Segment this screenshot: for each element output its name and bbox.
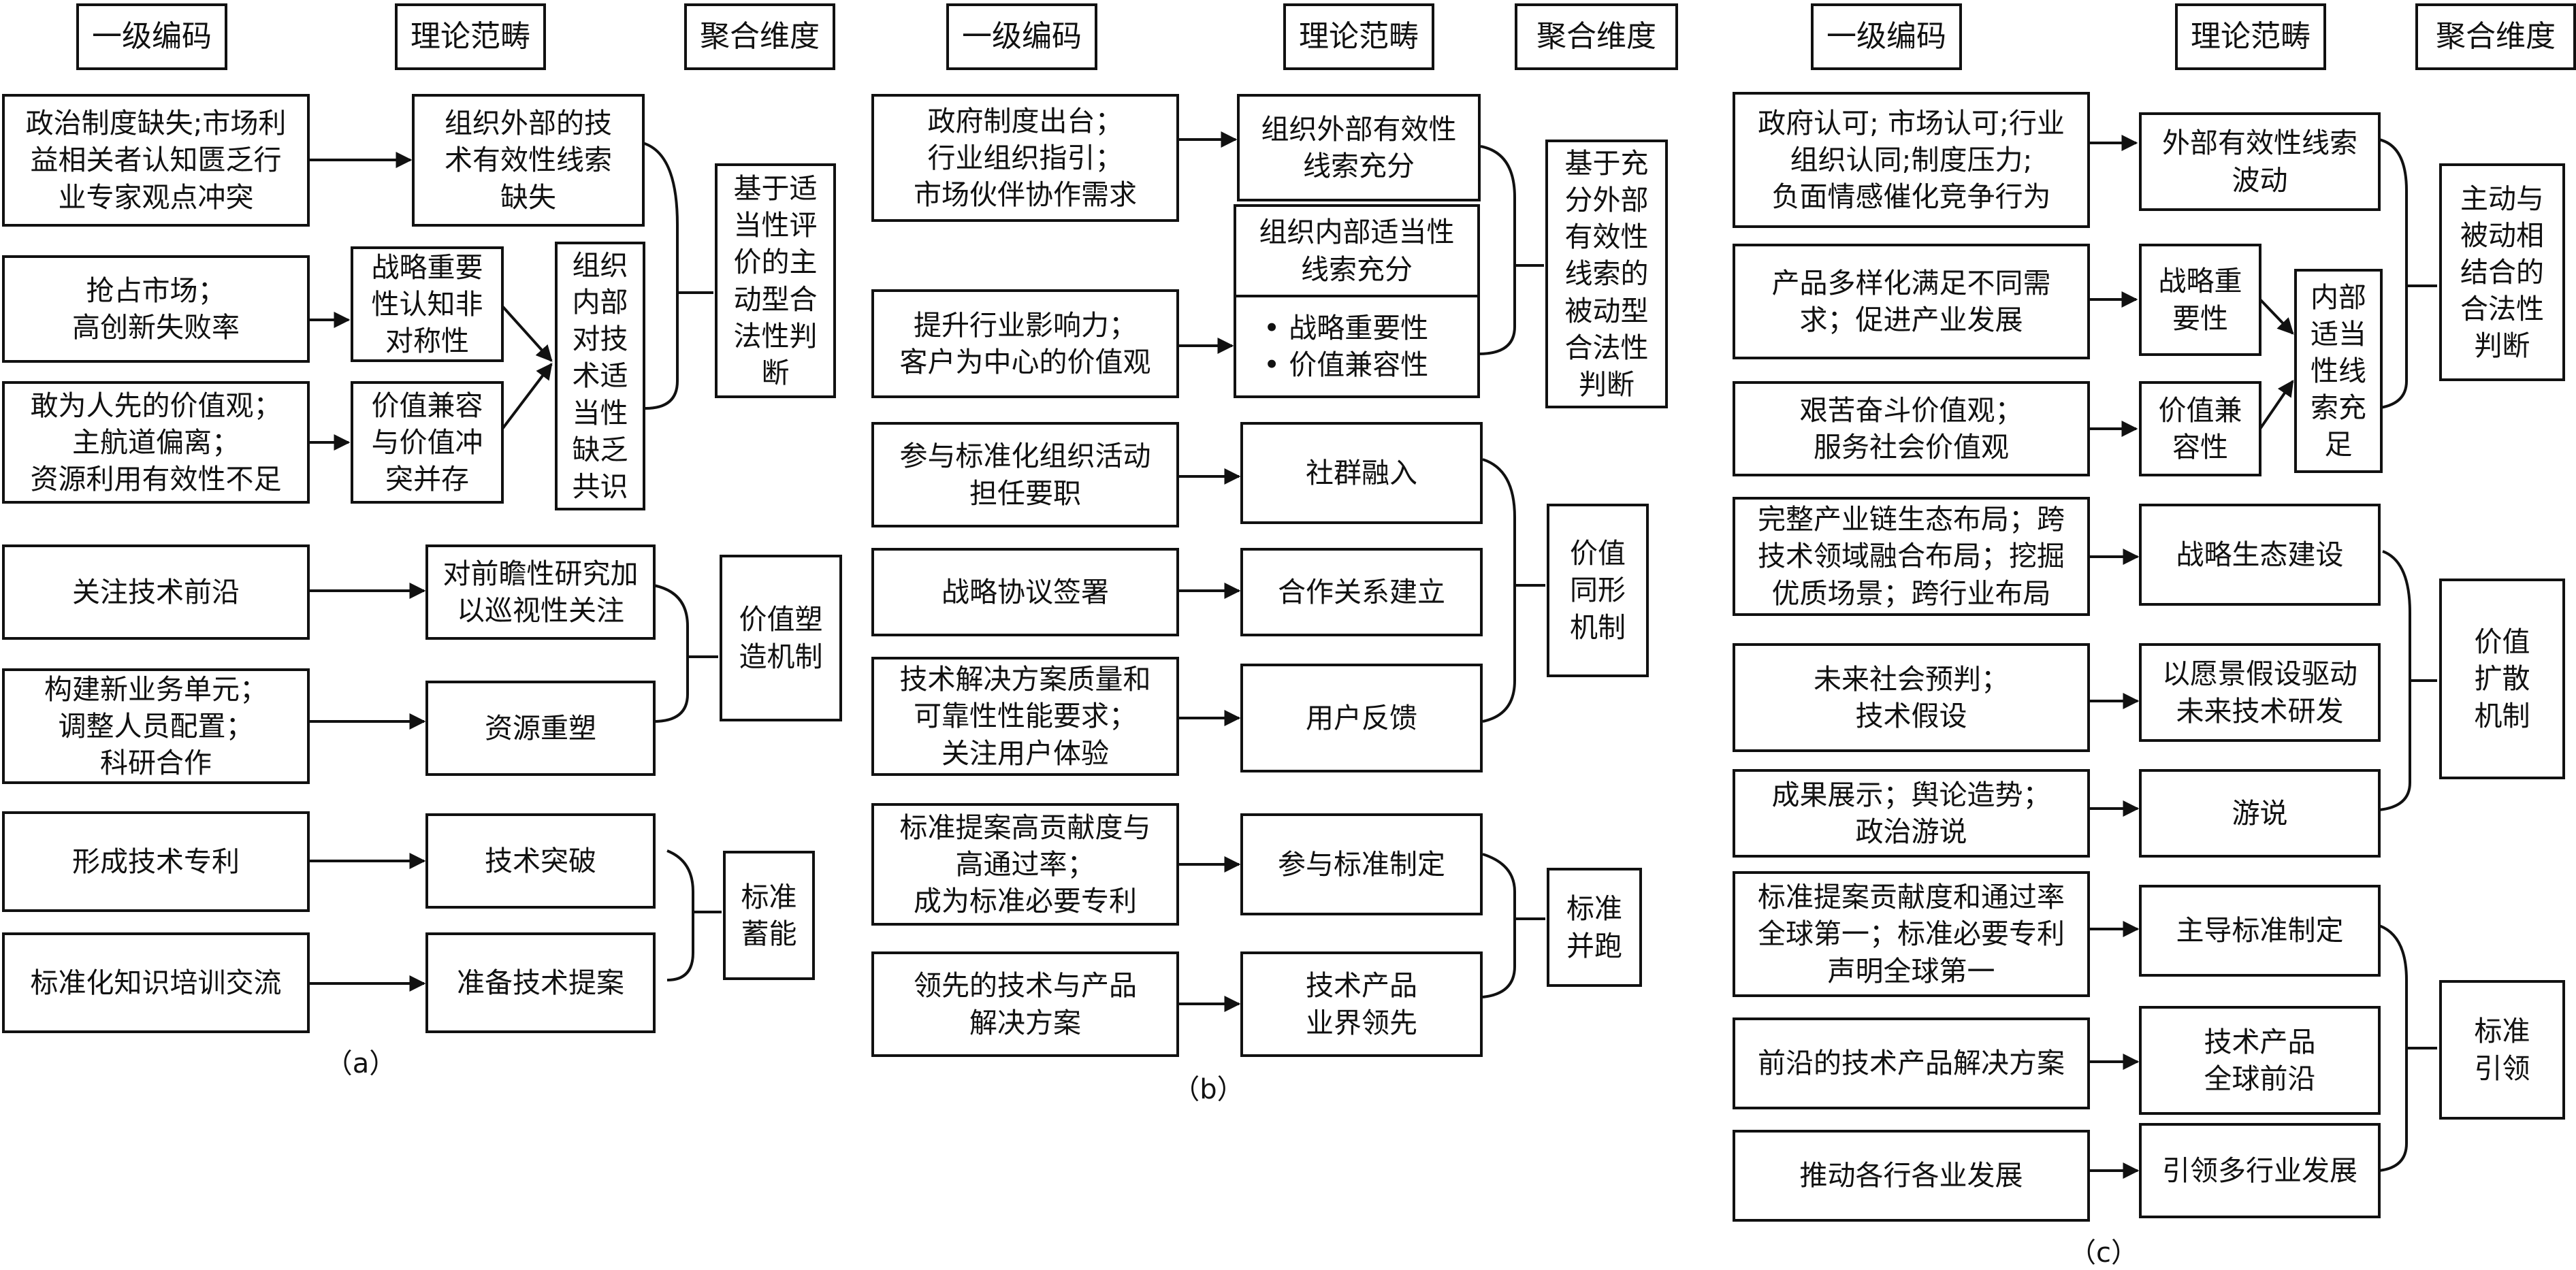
c-theory-4: 内部 适当 性线 索充 足: [2294, 269, 2383, 473]
c-code-5: 未来社会预判； 技术假设: [1733, 643, 2090, 752]
a-theory-2: 战略重要 性认知非 对称性: [351, 246, 504, 362]
b-panel-label: （b）: [1172, 1074, 1244, 1105]
a-theory-1: 组织外部的技 术有效性线索 缺失: [412, 94, 645, 227]
c-theory-5: 战略生态建设: [2139, 504, 2381, 606]
a-code-7: 标准化知识培训交流: [2, 932, 310, 1033]
c-theory-9: 技术产品 全球前沿: [2139, 1006, 2381, 1115]
header-agg-a: 聚合维度: [684, 3, 835, 70]
b-theory-2-list: • 战略重要性 • 价值兼容性: [1236, 297, 1477, 395]
a-code-3: 敢为人先的价值观； 主航道偏离； 资源利用有效性不足: [2, 381, 310, 504]
c-theory-6: 以愿景假设驱动 未来技术研发: [2139, 643, 2381, 742]
a-code-5: 构建新业务单元； 调整人员配置； 科研合作: [2, 668, 310, 784]
c-panel-label: （c）: [2069, 1237, 2138, 1269]
b-theory-5: 用户反馈: [1240, 664, 1483, 772]
a-theory-4: 组织 内部 对技 术适 当性 缺乏 共识: [555, 242, 645, 510]
header-level1-c: 一级编码: [1811, 3, 1962, 70]
b-code-4: 战略协议签署: [871, 548, 1179, 636]
a-dim-2: 价值塑 造机制: [720, 555, 842, 721]
a-panel-label: （a）: [325, 1048, 397, 1079]
c-theory-8: 主导标准制定: [2139, 885, 2381, 977]
c-code-6: 成果展示；舆论造势； 政治游说: [1733, 769, 2090, 858]
c-code-1: 政府认可; 市场认可;行业 组织认同;制度压力; 负面情感催化竞争行为: [1733, 92, 2090, 228]
c-theory-1: 外部有效性线索 波动: [2139, 112, 2381, 211]
a-dim-3: 标准 蓄能: [723, 851, 815, 980]
c-code-7: 标准提案贡献度和通过率 全球第一；标准必要专利 声明全球第一: [1733, 871, 2090, 997]
a-theory-8: 准备技术提案: [425, 932, 656, 1033]
a-code-1: 政治制度缺失;市场利 益相关者认知匮乏行 业专家观点冲突: [2, 94, 310, 227]
b-theory-2-item-value: • 价值兼容性: [1263, 348, 1429, 381]
a-theory-7: 技术突破: [425, 813, 656, 909]
b-code-7: 领先的技术与产品 解决方案: [871, 951, 1179, 1057]
c-dim-2: 价值 扩散 机制: [2439, 579, 2565, 779]
b-theory-4: 合作关系建立: [1240, 548, 1483, 636]
b-theory-2: 组织内部适当性 线索充分 • 战略重要性 • 价值兼容性: [1234, 204, 1480, 398]
c-code-9: 推动各行各业发展: [1733, 1130, 2090, 1222]
b-code-3: 参与标准化组织活动 担任要职: [871, 422, 1179, 527]
c-theory-7: 游说: [2139, 769, 2381, 858]
c-code-8: 前沿的技术产品解决方案: [1733, 1017, 2090, 1109]
b-dim-3: 标准 并跑: [1547, 868, 1642, 987]
c-dim-3: 标准 引领: [2439, 980, 2565, 1120]
c-dim-1: 主动与 被动相 结合的 合法性 判断: [2439, 163, 2565, 381]
a-theory-3: 价值兼容 与价值冲 突并存: [351, 381, 504, 504]
header-theory-b: 理论范畴: [1283, 3, 1434, 70]
b-code-5: 技术解决方案质量和 可靠性性能要求； 关注用户体验: [871, 657, 1179, 776]
c-theory-2: 战略重 要性: [2139, 244, 2261, 356]
b-code-6: 标准提案高贡献度与 高通过率； 成为标准必要专利: [871, 803, 1179, 926]
c-code-2: 产品多样化满足不同需 求；促进产业发展: [1733, 244, 2090, 359]
c-theory-3: 价值兼 容性: [2139, 381, 2261, 476]
b-theory-2-item-strategy: • 战略重要性: [1263, 311, 1429, 344]
header-agg-c: 聚合维度: [2415, 3, 2576, 70]
a-code-2: 抢占市场； 高创新失败率: [2, 255, 310, 363]
c-code-4: 完整产业链生态布局；跨 技术领域融合布局；挖掘 优质场景；跨行业布局: [1733, 497, 2090, 616]
b-theory-7: 技术产品 业界领先: [1240, 951, 1483, 1057]
header-agg-b: 聚合维度: [1515, 3, 1678, 70]
b-theory-6: 参与标准制定: [1240, 813, 1483, 915]
header-theory-a: 理论范畴: [395, 3, 546, 70]
a-code-6: 形成技术专利: [2, 811, 310, 912]
header-level1-b: 一级编码: [946, 3, 1097, 70]
c-theory-10: 引领多行业发展: [2139, 1123, 2381, 1218]
b-theory-2-title: 组织内部适当性 线索充分: [1236, 207, 1477, 297]
a-theory-6: 资源重塑: [425, 681, 656, 776]
b-code-2: 提升行业影响力； 客户为中心的价值观: [871, 289, 1179, 398]
a-dim-1: 基于适 当性评 价的主 动型合 法性判 断: [715, 163, 836, 398]
a-theory-5: 对前瞻性研究加 以巡视性关注: [425, 544, 656, 640]
b-code-1: 政府制度出台； 行业组织指引； 市场伙伴协作需求: [871, 94, 1179, 222]
b-dim-1: 基于充 分外部 有效性 线索的 被动型 合法性 判断: [1545, 140, 1668, 408]
c-code-3: 艰苦奋斗价值观； 服务社会价值观: [1733, 381, 2090, 476]
b-theory-3: 社群融入: [1240, 422, 1483, 524]
b-dim-2: 价值 同形 机制: [1547, 504, 1649, 677]
a-code-4: 关注技术前沿: [2, 544, 310, 640]
b-theory-1: 组织外部有效性 线索充分: [1237, 94, 1481, 201]
header-level1-a: 一级编码: [76, 3, 227, 70]
header-theory-c: 理论范畴: [2175, 3, 2326, 70]
